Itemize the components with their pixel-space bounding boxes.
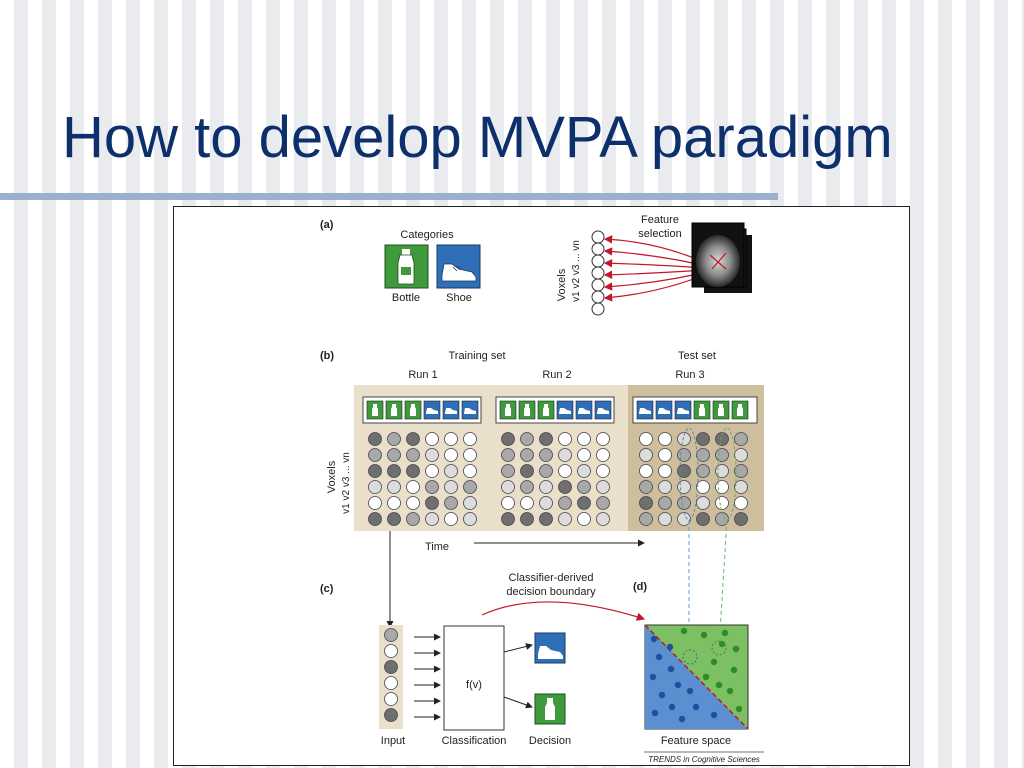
shoe-icon bbox=[556, 400, 574, 420]
panel-b-label: (b) bbox=[320, 350, 334, 362]
mvpa-figure: (a) Categories Bottle Shoe Feature selec… bbox=[173, 206, 910, 766]
training-set-label: Training set bbox=[448, 350, 505, 362]
run2-label: Run 2 bbox=[542, 369, 571, 381]
classification-label: Classification bbox=[442, 735, 507, 747]
shoe-tile bbox=[436, 244, 481, 289]
bottle-icon bbox=[731, 400, 749, 420]
voxel-index-b: v1 v2 v3 ... vn bbox=[341, 452, 352, 514]
shoe-icon bbox=[538, 646, 563, 659]
feature-selection-label-1: Feature bbox=[641, 214, 679, 226]
source-credit: TRENDS in Cognitive Sciences bbox=[648, 755, 760, 764]
shoe-label: Shoe bbox=[446, 292, 472, 304]
test-column-highlight-2 bbox=[717, 427, 737, 521]
boundary-arrow bbox=[481, 601, 646, 621]
shoe-icon bbox=[461, 400, 479, 420]
voxel-index-a: v1 v2 v3 ... vn bbox=[571, 240, 582, 302]
input-arrows bbox=[414, 633, 441, 721]
input-voxel-column bbox=[384, 628, 398, 722]
shoe-icon bbox=[442, 400, 460, 420]
output-arrow-shoe bbox=[503, 643, 533, 653]
shoe-icon bbox=[674, 400, 692, 420]
boundary-label-2: decision boundary bbox=[506, 586, 596, 598]
shoe-icon bbox=[594, 400, 612, 420]
boundary-label-1: Classifier-derived bbox=[509, 572, 594, 584]
mvpa-diagram: (a) Categories Bottle Shoe Feature selec… bbox=[320, 214, 764, 764]
time-label: Time bbox=[425, 541, 449, 553]
voxel-activation-grids bbox=[368, 432, 748, 526]
decision-label: Decision bbox=[529, 735, 571, 747]
bottle-label: Bottle bbox=[392, 292, 420, 304]
shoe-icon bbox=[655, 400, 673, 420]
bottle-icon bbox=[518, 400, 536, 420]
bottle-icon bbox=[397, 249, 415, 285]
decision-shoe-tile bbox=[534, 632, 566, 664]
bottle-icon bbox=[366, 400, 384, 420]
shoe-icon bbox=[575, 400, 593, 420]
classifier-function: f(v) bbox=[466, 679, 482, 691]
brain-scan-icon bbox=[691, 222, 752, 293]
feature-selection-label-2: selection bbox=[638, 228, 681, 240]
slide-title: How to develop MVPA paradigm bbox=[62, 105, 893, 170]
decision-boundary-line bbox=[644, 624, 749, 730]
bottle-icon bbox=[537, 400, 555, 420]
input-label: Input bbox=[381, 735, 405, 747]
shoe-icon bbox=[636, 400, 654, 420]
bottle-icon bbox=[693, 400, 711, 420]
categories-label: Categories bbox=[400, 229, 454, 241]
stimulus-icons bbox=[366, 400, 749, 420]
output-arrow-bottle bbox=[503, 696, 533, 709]
bottle-icon bbox=[404, 400, 422, 420]
feature-space-label: Feature space bbox=[661, 735, 731, 747]
shoe-icon bbox=[441, 263, 477, 282]
run3-label: Run 3 bbox=[675, 369, 704, 381]
run1-label: Run 1 bbox=[408, 369, 437, 381]
panel-d-label: (d) bbox=[633, 581, 647, 593]
test-set-label: Test set bbox=[678, 350, 716, 362]
bottle-icon bbox=[499, 400, 517, 420]
title-divider bbox=[0, 193, 778, 200]
bottle-icon bbox=[385, 400, 403, 420]
bottle-tile bbox=[384, 244, 429, 289]
voxel-column-a bbox=[591, 230, 605, 316]
shoe-icon bbox=[423, 400, 441, 420]
test-column-highlight-1 bbox=[679, 427, 699, 521]
bottle-icon bbox=[712, 400, 730, 420]
feature-space-plot bbox=[644, 624, 749, 730]
bottle-icon bbox=[545, 698, 555, 720]
voxels-label-b: Voxels bbox=[326, 460, 338, 493]
classifier-box bbox=[443, 625, 505, 731]
decision-bottle-tile bbox=[534, 693, 566, 725]
panel-c-label: (c) bbox=[320, 583, 334, 595]
voxels-label-a: Voxels bbox=[556, 268, 568, 301]
panel-a-label: (a) bbox=[320, 219, 334, 231]
